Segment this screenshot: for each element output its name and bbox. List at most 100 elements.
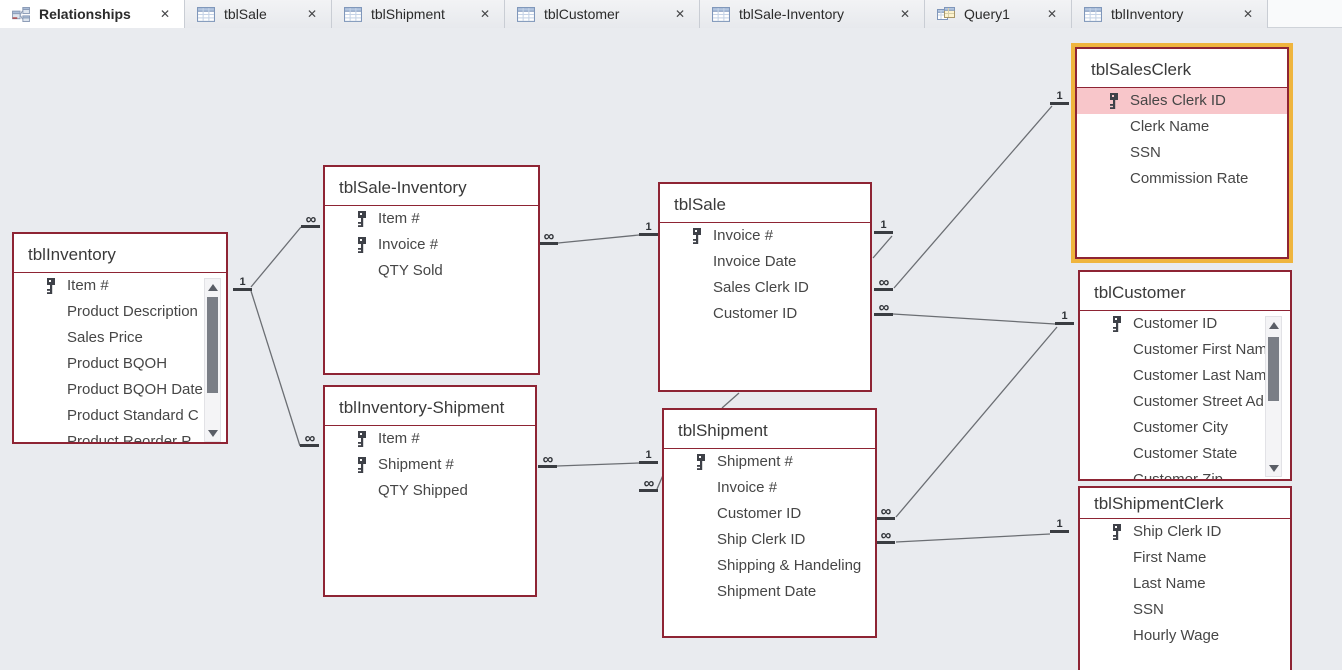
relationship-line[interactable] [721,392,740,409]
table-tblInventory[interactable]: tblInventory Item # Product Description … [12,232,228,444]
field-row[interactable]: SSN [1080,597,1290,623]
field-row[interactable]: Last Name [1080,571,1290,597]
field-row[interactable]: Invoice # [660,223,870,249]
field-list: Customer ID Customer First Nam Customer … [1080,311,1290,479]
relationship-line[interactable] [895,533,1051,543]
field-row[interactable]: QTY Shipped [325,478,535,504]
field-row[interactable]: Ship Clerk ID [664,527,875,553]
field-row[interactable]: Product Standard C [14,403,226,429]
field-row[interactable]: Ship Clerk ID [1080,519,1290,545]
relationship-line[interactable] [872,235,893,259]
relationship-line[interactable] [250,226,302,288]
field-row[interactable]: Shipping & Handeling [664,553,875,579]
field-row[interactable]: Sales Price [14,325,226,351]
field-row[interactable]: Invoice Date [660,249,870,275]
cardinality-bar [876,541,895,544]
table-title[interactable]: tblSale-Inventory [325,167,538,206]
field-row[interactable]: Customer Last Nam [1080,363,1290,389]
field-row[interactable]: First Name [1080,545,1290,571]
field-name: SSN [1130,144,1161,161]
field-name: Customer ID [717,505,802,522]
field-name: Ship Clerk ID [1133,523,1222,540]
field-row[interactable]: Shipment Date [664,579,875,605]
tab-close-icon[interactable]: ✕ [1242,7,1253,21]
field-row[interactable]: Customer City [1080,415,1290,441]
field-row[interactable]: Product Reorder P [14,429,226,442]
field-row[interactable]: Invoice # [664,475,875,501]
table-title[interactable]: tblSale [660,184,870,223]
table-title[interactable]: tblInventory-Shipment [325,387,535,426]
field-row[interactable]: Customer First Nam [1080,337,1290,363]
field-row[interactable]: Shipment # [325,452,535,478]
cardinality-label: 1 [1056,90,1063,102]
tab-tblsale[interactable]: tblSale ✕ [185,0,332,28]
table-tblInventory-Shipment[interactable]: tblInventory-Shipment Item # Shipment # … [323,385,537,597]
field-row[interactable]: Commission Rate [1077,166,1287,192]
field-row[interactable]: Customer ID [660,301,870,327]
tab-tblcustomer[interactable]: tblCustomer ✕ [505,0,700,28]
field-row[interactable]: Invoice # [325,232,538,258]
field-name: Product BQOH Date [67,381,203,398]
field-row[interactable]: Item # [325,206,538,232]
field-row[interactable]: Item # [14,273,226,299]
tab-relationships[interactable]: Relationships ✕ [0,0,185,28]
scroll-up-button[interactable] [205,279,220,295]
tab-tblinventory[interactable]: tblInventory ✕ [1072,0,1268,28]
scrollbar-thumb[interactable] [1268,337,1279,401]
relationship-line[interactable] [895,326,1058,518]
table-tblSalesClerk[interactable]: tblSalesClerk Sales Clerk ID Clerk Name … [1075,47,1289,259]
relationship-line[interactable] [892,313,1056,325]
table-tblSale[interactable]: tblSale Invoice # Invoice Date Sales Cle… [658,182,872,392]
table-tblSale-Inventory[interactable]: tblSale-Inventory Item # Invoice # QTY S… [323,165,540,375]
relationship-line[interactable] [250,290,301,447]
vertical-scrollbar[interactable] [1265,316,1282,477]
field-row[interactable]: Customer Street Ad [1080,389,1290,415]
field-row[interactable]: Product BQOH Date [14,377,226,403]
field-row[interactable]: Sales Clerk ID [660,275,870,301]
scrollbar-thumb[interactable] [207,297,218,393]
table-tblShipment[interactable]: tblShipment Shipment # Invoice # Custome… [662,408,877,638]
field-row[interactable]: Shipment # [664,449,875,475]
field-name: Sales Price [67,329,143,346]
tab-close-icon[interactable]: ✕ [306,7,317,21]
tab-close-icon[interactable]: ✕ [1046,7,1057,21]
field-row[interactable]: Customer ID [664,501,875,527]
field-row[interactable]: Product BQOH [14,351,226,377]
table-tblShipmentClerk[interactable]: tblShipmentClerk Ship Clerk ID First Nam… [1078,486,1292,670]
tab-close-icon[interactable]: ✕ [899,7,910,21]
tab-query1[interactable]: Query1 ✕ [925,0,1072,28]
field-row[interactable]: Hourly Wage [1080,623,1290,649]
field-row[interactable]: Clerk Name [1077,114,1287,140]
table-title[interactable]: tblShipment [664,410,875,449]
table-title[interactable]: tblCustomer [1080,272,1290,311]
scroll-down-button[interactable] [1266,460,1281,476]
field-row[interactable]: Customer Zip [1080,467,1290,479]
tab-tblshipment[interactable]: tblShipment ✕ [332,0,505,28]
scroll-up-button[interactable] [1266,317,1281,333]
field-name: Last Name [1133,575,1206,592]
scroll-down-button[interactable] [205,425,220,441]
field-row-selected[interactable]: Sales Clerk ID [1077,88,1287,114]
relationship-line[interactable] [557,234,640,244]
field-row[interactable]: Customer State [1080,441,1290,467]
table-icon [712,6,730,22]
vertical-scrollbar[interactable] [204,278,221,442]
table-title[interactable]: tblShipmentClerk [1080,488,1290,519]
field-row[interactable]: Product Description [14,299,226,325]
field-row[interactable]: Item # [325,426,535,452]
table-title[interactable]: tblSalesClerk [1077,49,1287,88]
tab-close-icon[interactable]: ✕ [159,7,170,21]
field-row[interactable]: QTY Sold [325,258,538,284]
tab-tblsale-inventory[interactable]: tblSale-Inventory ✕ [700,0,925,28]
field-row[interactable]: Customer ID [1080,311,1290,337]
tab-close-icon[interactable]: ✕ [674,7,685,21]
field-row[interactable]: SSN [1077,140,1287,166]
relationship-line[interactable] [893,105,1053,289]
relationships-canvas[interactable]: 1 ∞ ∞ ∞ 1 ∞ 1 ∞ 1 ∞ 1 ∞ 1 ∞ ∞ 1 tblInven… [0,28,1342,670]
table-tblCustomer[interactable]: tblCustomer Customer ID Customer First N… [1078,270,1292,481]
table-title[interactable]: tblInventory [14,234,226,273]
field-name: Invoice # [713,227,774,244]
tab-close-icon[interactable]: ✕ [479,7,490,21]
relationship-line[interactable] [556,462,640,467]
field-name: Customer City [1133,419,1229,436]
